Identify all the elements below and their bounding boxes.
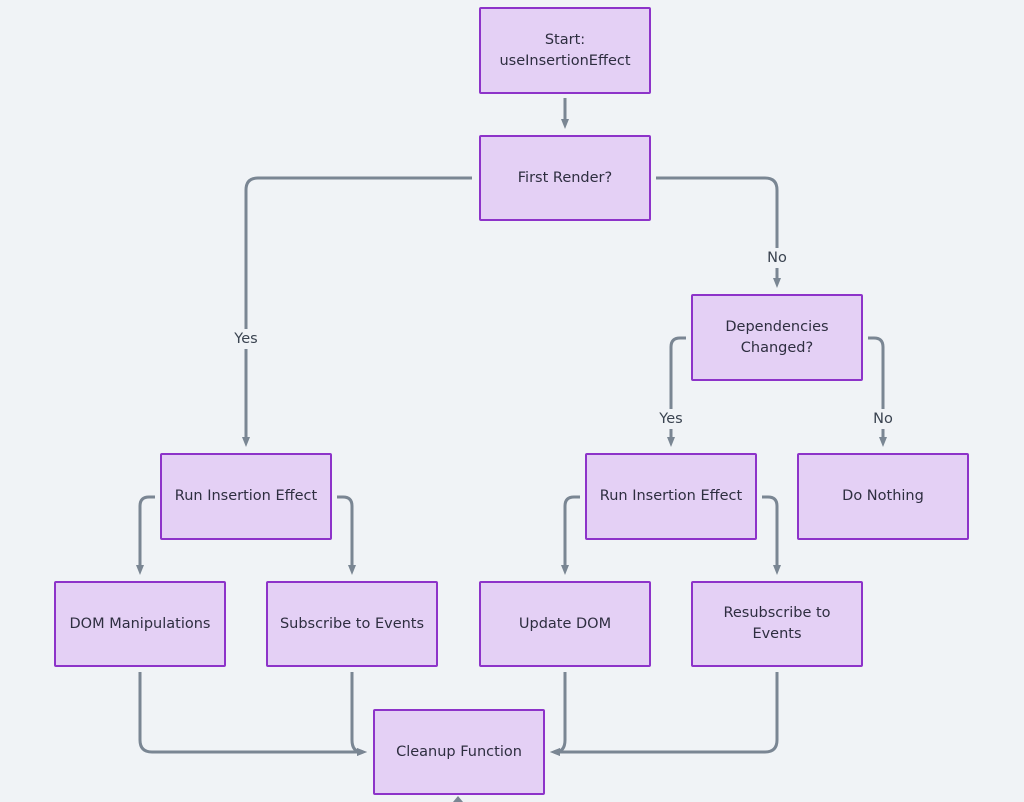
node-cleanup-function: Cleanup Function	[373, 709, 545, 795]
edge-run-left-to-dom-manipulations	[136, 495, 155, 575]
node-first-render: First Render?	[479, 135, 651, 221]
edge-subscribe-to-cleanup	[350, 672, 367, 756]
edge-deps-yes	[667, 336, 686, 447]
node-run-insertion-effect-left: Run Insertion Effect	[160, 453, 332, 540]
node-subscribe-to-events: Subscribe to Events	[266, 581, 438, 667]
node-update-dom: Update DOM	[479, 581, 651, 667]
edge-dom-manipulations-to-cleanup	[138, 672, 367, 756]
edge-run-right-to-resubscribe	[762, 495, 781, 575]
edge-label-first-render-yes: Yes	[231, 329, 261, 349]
edge-run-right-to-update-dom	[561, 495, 580, 575]
edge-first-render-no	[656, 176, 781, 288]
node-run-insertion-effect-right: Run Insertion Effect	[585, 453, 757, 540]
edge-label-deps-yes: Yes	[656, 409, 686, 429]
node-dependencies-changed: Dependencies Changed?	[691, 294, 863, 381]
edge-resubscribe-to-cleanup	[550, 672, 779, 756]
edge-label-deps-no: No	[870, 409, 896, 429]
edge-first-render-yes	[242, 176, 472, 447]
node-resubscribe-to-events: Resubscribe to Events	[691, 581, 863, 667]
edge-run-left-to-subscribe	[337, 495, 356, 575]
node-dom-manipulations: DOM Manipulations	[54, 581, 226, 667]
edge-update-dom-to-cleanup	[550, 672, 567, 756]
edge-deps-no	[868, 336, 887, 447]
edge-label-first-render-no: No	[764, 248, 790, 268]
edge-cleanup-bottom-arrowhead	[453, 796, 463, 802]
node-do-nothing: Do Nothing	[797, 453, 969, 540]
node-start: Start: useInsertionEffect	[479, 7, 651, 94]
